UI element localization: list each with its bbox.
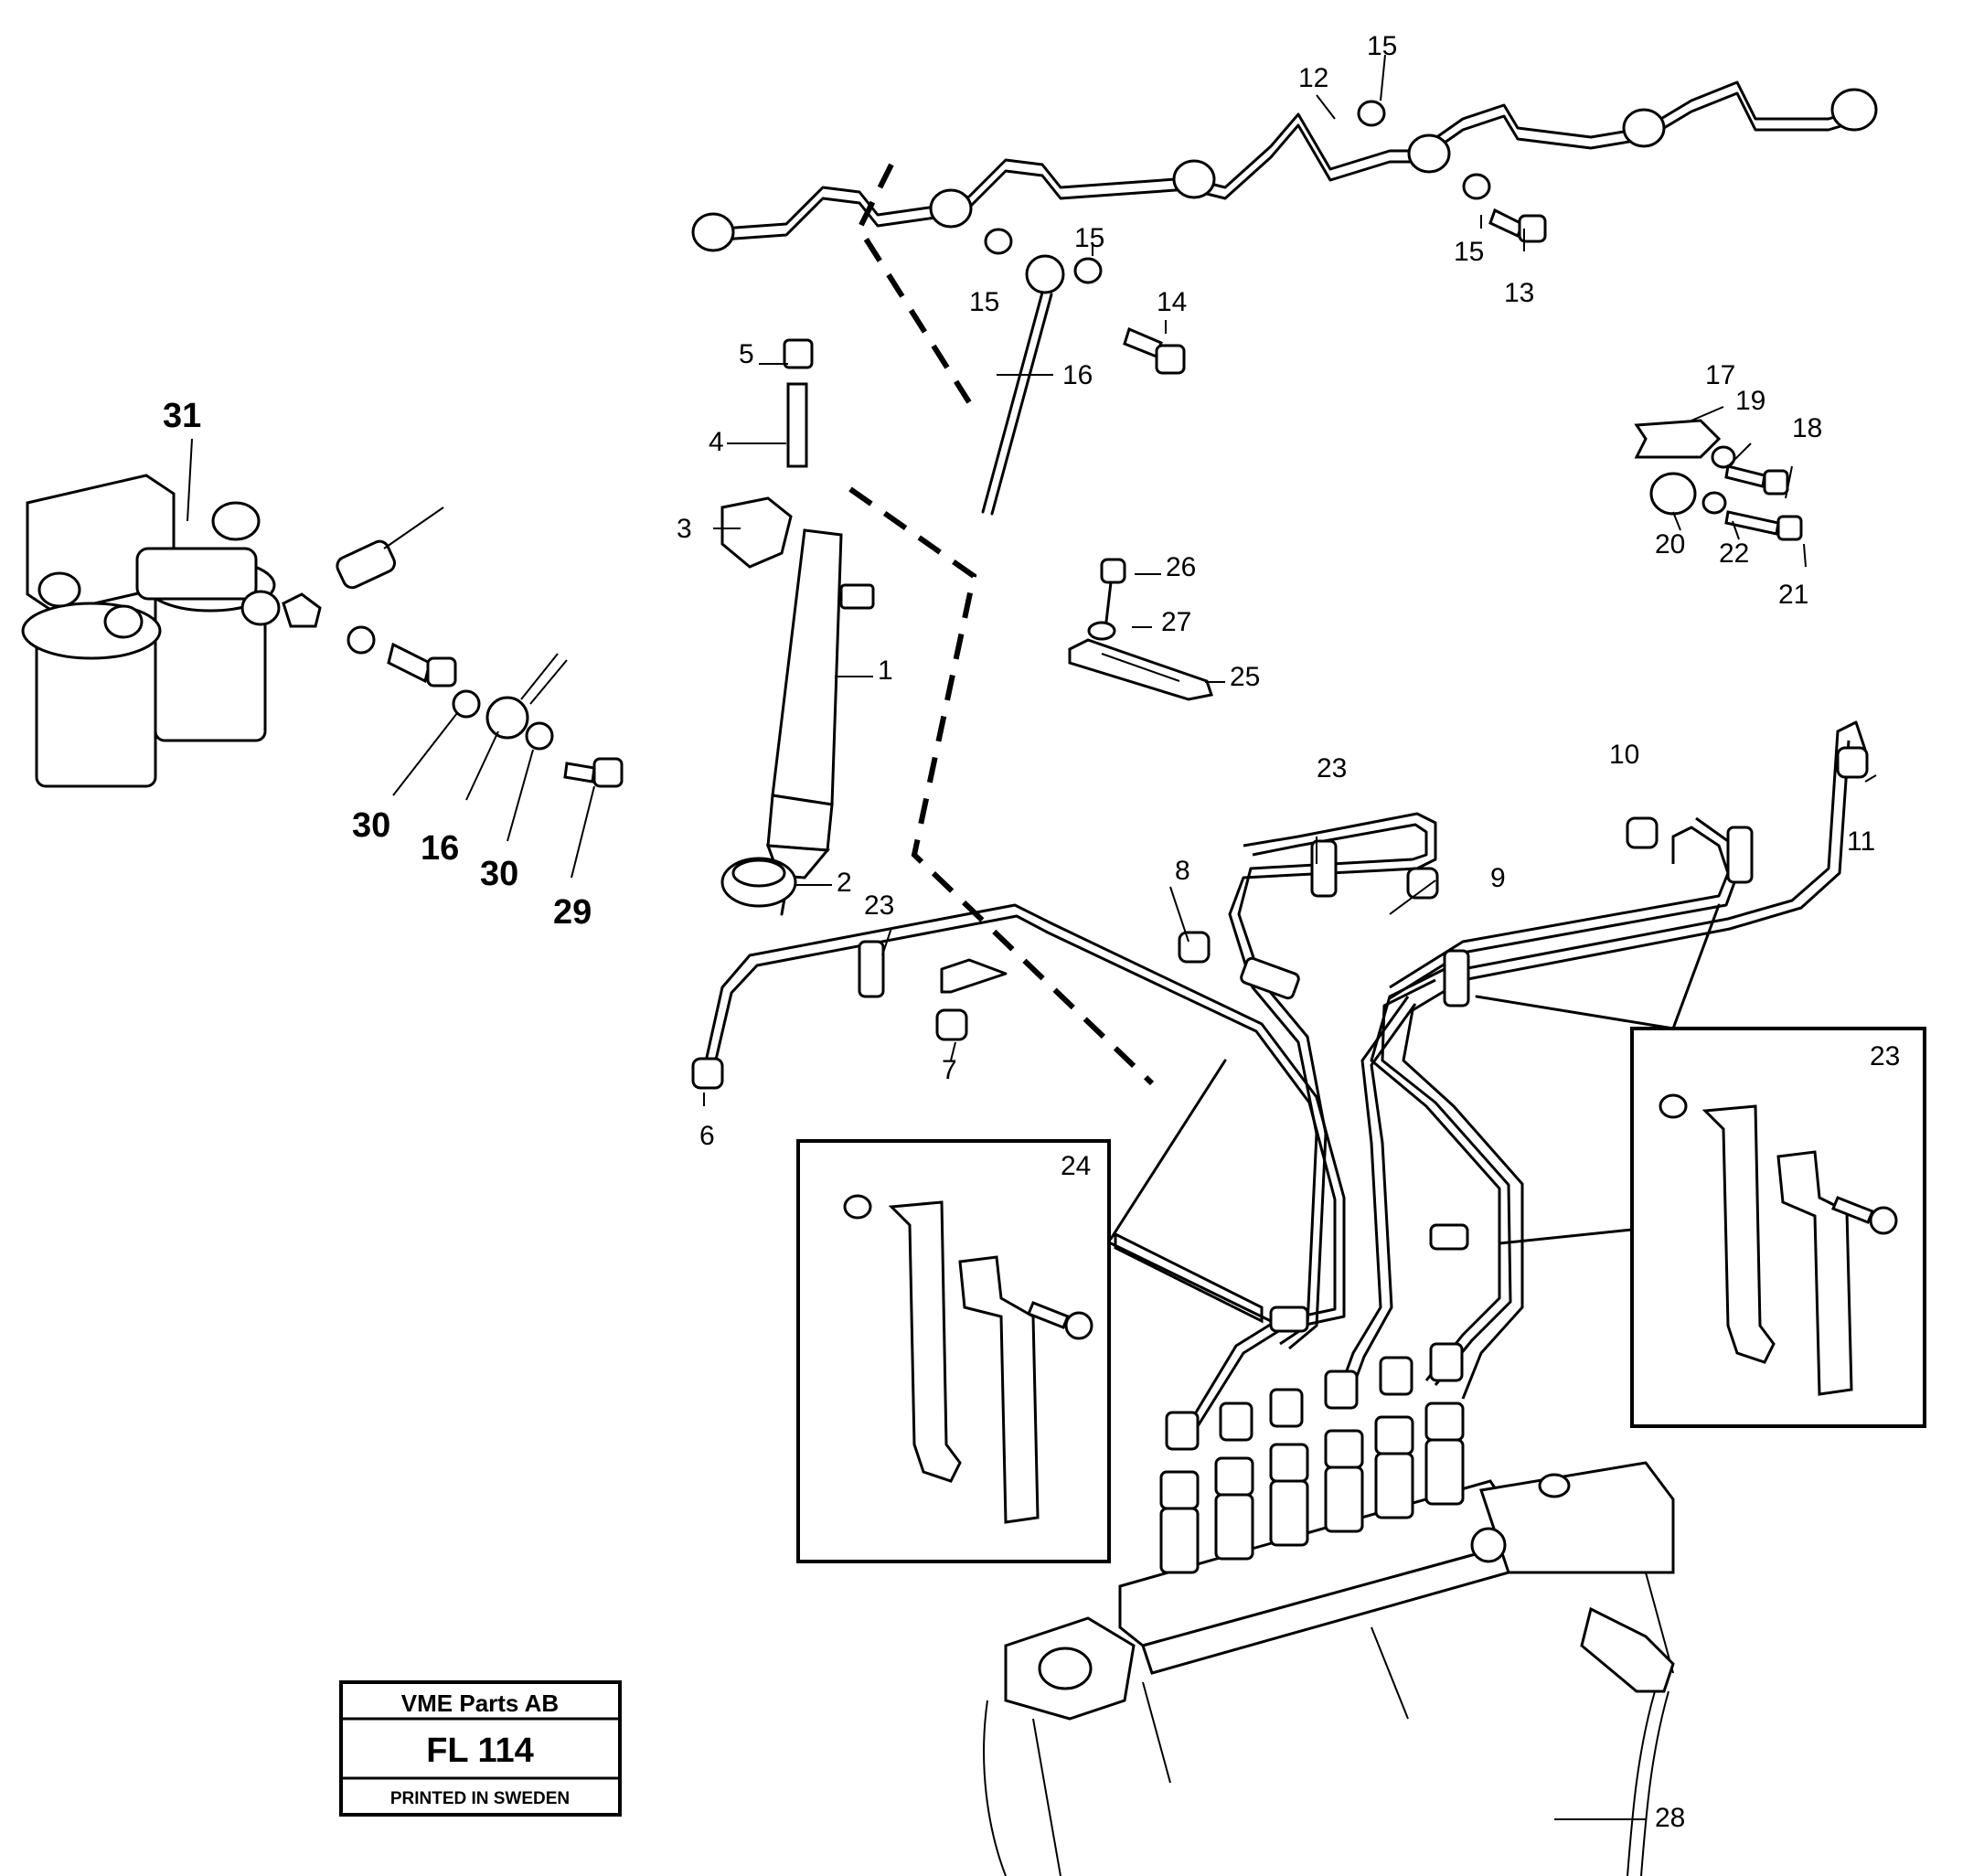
injection-pump bbox=[983, 1402, 1675, 1876]
injector bbox=[720, 338, 875, 916]
callout-5: 5 bbox=[739, 339, 754, 369]
callout-25: 25 bbox=[1230, 662, 1260, 692]
callout-4: 4 bbox=[709, 427, 724, 457]
callout-7: 7 bbox=[942, 1055, 957, 1085]
callout-9: 9 bbox=[1490, 863, 1506, 893]
callout-leaders bbox=[187, 54, 1877, 1820]
callout-8: 8 bbox=[1175, 856, 1190, 886]
callout-20: 20 bbox=[1655, 529, 1685, 560]
bracket-25 bbox=[1068, 558, 1213, 701]
callout-19: 19 bbox=[1735, 386, 1765, 416]
lower-pipe-ends bbox=[1165, 1342, 1464, 1451]
callout-18: 18 bbox=[1792, 413, 1822, 443]
callout-29: 29 bbox=[553, 893, 592, 932]
fuel-filter bbox=[21, 474, 281, 788]
callout-15a: 15 bbox=[1367, 31, 1397, 61]
callout-27: 27 bbox=[1161, 607, 1191, 637]
callout-1: 1 bbox=[878, 656, 893, 686]
callout-14: 14 bbox=[1157, 287, 1187, 317]
callout-15b: 15 bbox=[1074, 223, 1104, 253]
callout-15d: 15 bbox=[1454, 237, 1484, 267]
injection-pipes bbox=[702, 720, 1867, 1427]
callout-11: 11 bbox=[1847, 826, 1875, 857]
detail-box-23 bbox=[1475, 903, 1926, 1428]
callout-23c: 23 bbox=[1870, 1041, 1900, 1071]
callout-17: 17 bbox=[1705, 360, 1735, 390]
callout-21: 21 bbox=[1778, 580, 1808, 610]
callout-26: 26 bbox=[1166, 552, 1196, 582]
callout-labels: 1 2 3 4 5 6 7 8 9 10 11 12 13 14 15 15 1… bbox=[163, 31, 1900, 1833]
clamp-hardware bbox=[1634, 419, 1803, 541]
title-block-footer: PRINTED IN SWEDEN bbox=[390, 1789, 570, 1808]
callout-6: 6 bbox=[699, 1121, 715, 1151]
callout-15c: 15 bbox=[969, 287, 999, 317]
leak-off-pipe bbox=[691, 80, 1878, 252]
callout-23b: 23 bbox=[1317, 753, 1347, 783]
callout-23a: 23 bbox=[864, 890, 894, 921]
washers-and-bolts-top bbox=[981, 100, 1547, 516]
callout-12: 12 bbox=[1298, 63, 1328, 93]
title-block-code: FL 114 bbox=[426, 1732, 534, 1770]
callout-30a: 30 bbox=[352, 806, 390, 845]
callout-24: 24 bbox=[1061, 1151, 1091, 1181]
detail-box-24 bbox=[796, 1059, 1273, 1563]
callout-10: 10 bbox=[1609, 740, 1639, 770]
callout-13: 13 bbox=[1504, 278, 1534, 308]
title-block-company: VME Parts AB bbox=[401, 1689, 559, 1717]
callout-31: 31 bbox=[163, 397, 201, 435]
callout-30b: 30 bbox=[480, 855, 518, 893]
dashed-leader-lines bbox=[848, 163, 1155, 1086]
callout-2: 2 bbox=[837, 868, 852, 898]
callout-16b: 16 bbox=[421, 829, 459, 868]
filter-fittings bbox=[282, 506, 624, 788]
callout-28: 28 bbox=[1655, 1803, 1685, 1833]
title-block: VME Parts AB FL 114 PRINTED IN SWEDEN bbox=[339, 1680, 622, 1817]
callout-3: 3 bbox=[677, 514, 692, 544]
callout-22: 22 bbox=[1719, 538, 1749, 569]
callout-16: 16 bbox=[1062, 360, 1093, 390]
pipe-nuts bbox=[691, 746, 1869, 1333]
